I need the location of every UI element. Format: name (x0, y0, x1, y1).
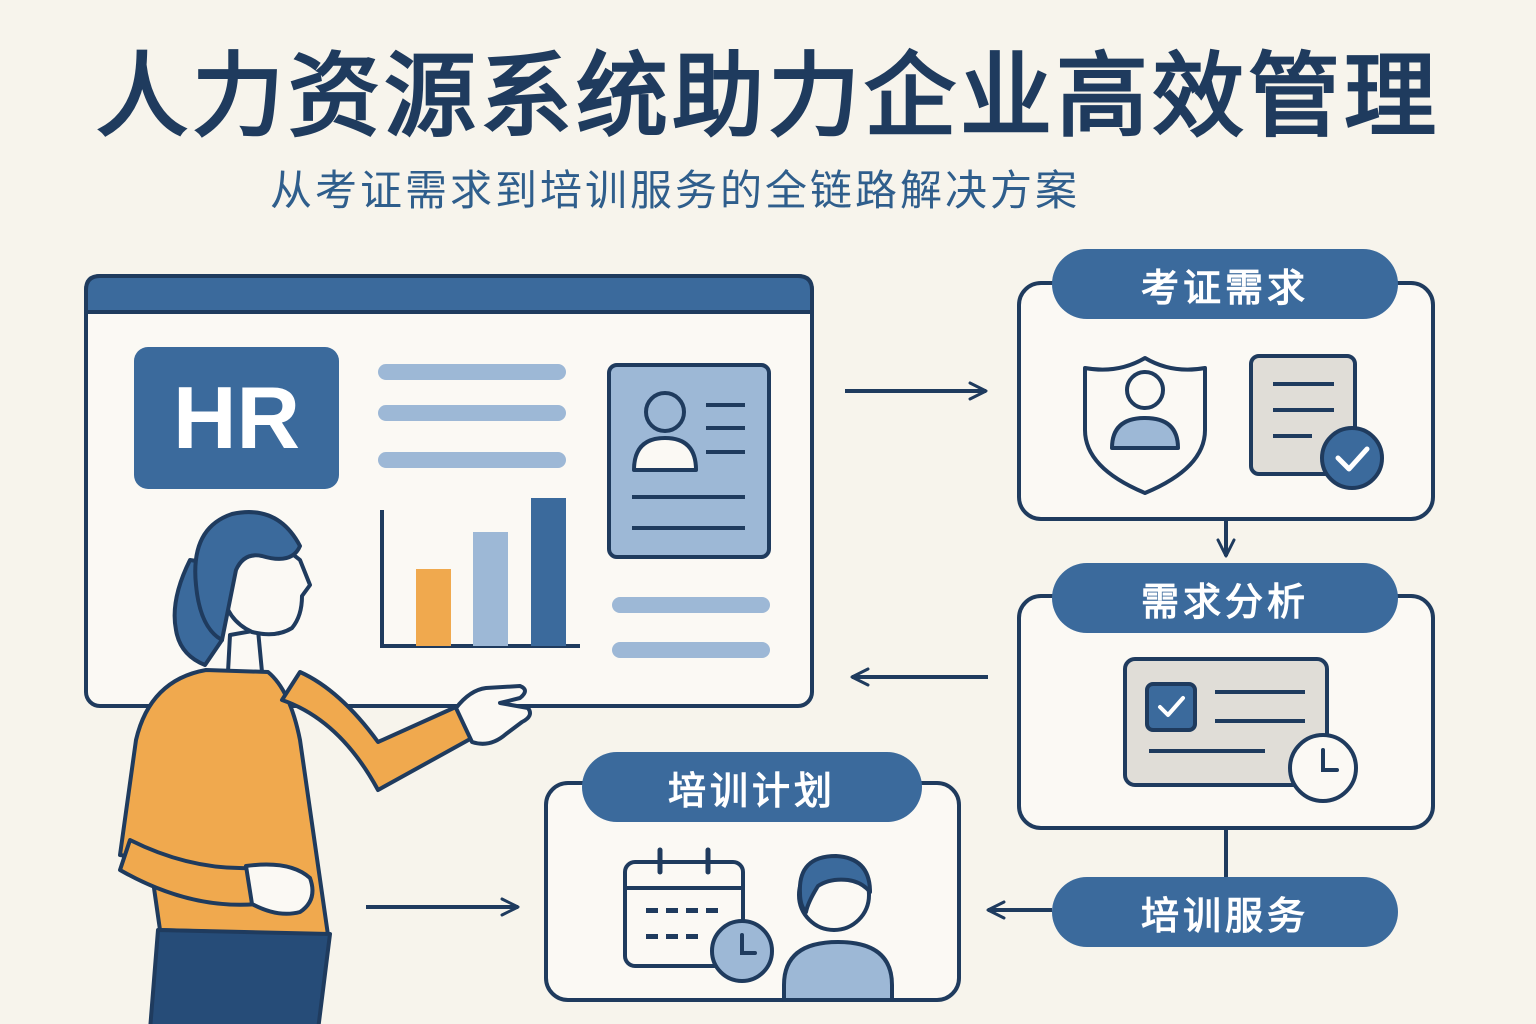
presenter-illustration (118, 510, 532, 1024)
hr-dashboard-window (84, 274, 814, 708)
step-pill-cert-demand: 考证需求 (1052, 249, 1398, 319)
calendar-clock-icon (623, 847, 774, 983)
profile-card-icon (607, 363, 771, 559)
step-card-training-plan (544, 781, 961, 1002)
bar-light-blue (473, 532, 508, 646)
page-subtitle: 从考证需求到培训服务的全链路解决方案 (270, 166, 1081, 215)
trainee-icon (782, 854, 894, 1002)
step-pill-training-service: 培训服务 (1052, 877, 1398, 947)
step-card-cert-demand (1017, 281, 1435, 521)
page-title: 人力资源系统助力企业高效管理 (95, 43, 1440, 150)
certificate-check-icon (1249, 354, 1384, 490)
step-pill-demand-analysis: 需求分析 (1052, 563, 1398, 633)
bar-orange (416, 569, 451, 646)
bar-chart-icon (380, 498, 580, 648)
checklist-clock-icon (1123, 657, 1358, 803)
bar-dark-blue (531, 498, 566, 646)
hr-badge (134, 347, 339, 489)
step-pill-training-plan: 培训计划 (582, 752, 922, 822)
flow-arrows (366, 381, 1236, 920)
text-lines-top (378, 364, 566, 468)
step-card-demand-analysis (1017, 594, 1435, 830)
shield-user-icon (1083, 356, 1207, 495)
text-lines-bottom (612, 597, 770, 658)
